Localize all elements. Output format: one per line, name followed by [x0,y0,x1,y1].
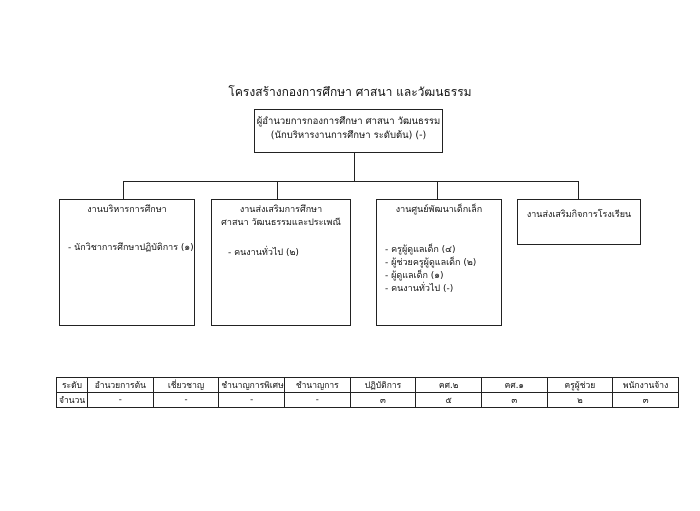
unit-box-promotion: งานส่งเสริมการศึกษา ศาสนา วัฒนธรรมและประ… [211,199,351,326]
table-cell: ๒ [546,392,614,408]
table-header-cell: ปฏิบัติการ [349,377,417,393]
unit-item: - ผู้ดูแลเด็ก (๑) [385,271,444,281]
table-header-cell: ระดับ [56,377,88,393]
table-cell: ๕ [415,392,482,408]
unit-item: - คนงานทั่วไป (๒) [228,248,299,258]
unit-title: งานบริหารการศึกษา [87,205,167,215]
table-header-cell: พนักงานจ้าง [612,377,679,393]
table-header-cell: ครูผู้ช่วย [546,377,614,393]
table-cell: - [283,392,351,408]
unit-title: งานศูนย์พัฒนาเด็กเล็ก [395,205,483,215]
table-header-cell: คศ.๑ [480,377,548,393]
table-cell: ๓ [612,392,679,408]
table-header-cell: อำนวยการต้น [87,377,154,393]
table-cell: ๓ [480,392,548,408]
staff-table: ระดับ อำนวยการต้น เชี่ยวชาญ ชำนาญการพิเศ… [56,377,679,408]
table-header-row: ระดับ อำนวยการต้น เชี่ยวชาญ ชำนาญการพิเศ… [56,377,679,393]
table-row: จำนวน - - - - ๓ ๕ ๓ ๒ ๓ [56,392,679,408]
unit-items: - นักวิชาการศึกษาปฏิบัติการ (๑) [60,242,194,255]
connector-horizontal [123,181,579,182]
chart-title: โครงสร้างกองการศึกษา ศาสนา และวัฒนธรรม [228,85,472,99]
table-header-cell: ชำนาญการ [283,377,351,393]
table-cell: จำนวน [56,392,88,408]
unit-box-admin: งานบริหารการศึกษา - นักวิชาการศึกษาปฏิบั… [59,199,195,326]
unit-item: - ผู้ช่วยครูผู้ดูแลเด็ก (๒) [385,258,477,268]
connector-drop-2 [277,181,278,199]
table-cell: ๓ [349,392,417,408]
table-cell: - [87,392,154,408]
unit-box-childcenter: งานศูนย์พัฒนาเด็กเล็ก - ครูผู้ดูแลเด็ก (… [376,199,502,326]
connector-drop-1 [123,181,124,199]
table-cell: - [152,392,220,408]
unit-items: - คนงานทั่วไป (๒) [212,247,350,260]
connector-drop-4 [578,181,579,199]
director-box: ผู้อำนวยการกองการศึกษา ศาสนา วัฒนธรรม (น… [254,109,443,153]
director-title: ผู้อำนวยการกองการศึกษา ศาสนา วัฒนธรรม [256,116,441,127]
connector-vertical-main [354,153,355,181]
unit-title: งานส่งเสริมกิจการโรงเรียน [526,210,632,220]
connector-drop-3 [437,181,438,199]
table-header-cell: คศ.๒ [415,377,482,393]
table-cell: - [218,392,285,408]
unit-title: งานส่งเสริมการศึกษา ศาสนา วัฒนธรรมและประ… [221,205,341,228]
table-header-cell: เชี่ยวชาญ [152,377,220,393]
table-header-cell: ชำนาญการพิเศษ [218,377,285,393]
unit-item: - นักวิชาการศึกษาปฏิบัติการ (๑) [68,243,194,253]
director-subtitle: (นักบริหารงานการศึกษา ระดับต้น) (-) [270,130,427,141]
unit-item: - ครูผู้ดูแลเด็ก (๔) [385,245,456,255]
unit-item: - คนงานทั่วไป (-) [385,284,454,294]
unit-box-school: งานส่งเสริมกิจการโรงเรียน [517,199,641,245]
unit-items: - ครูผู้ดูแลเด็ก (๔) - ผู้ช่วยครูผู้ดูแล… [377,244,501,296]
